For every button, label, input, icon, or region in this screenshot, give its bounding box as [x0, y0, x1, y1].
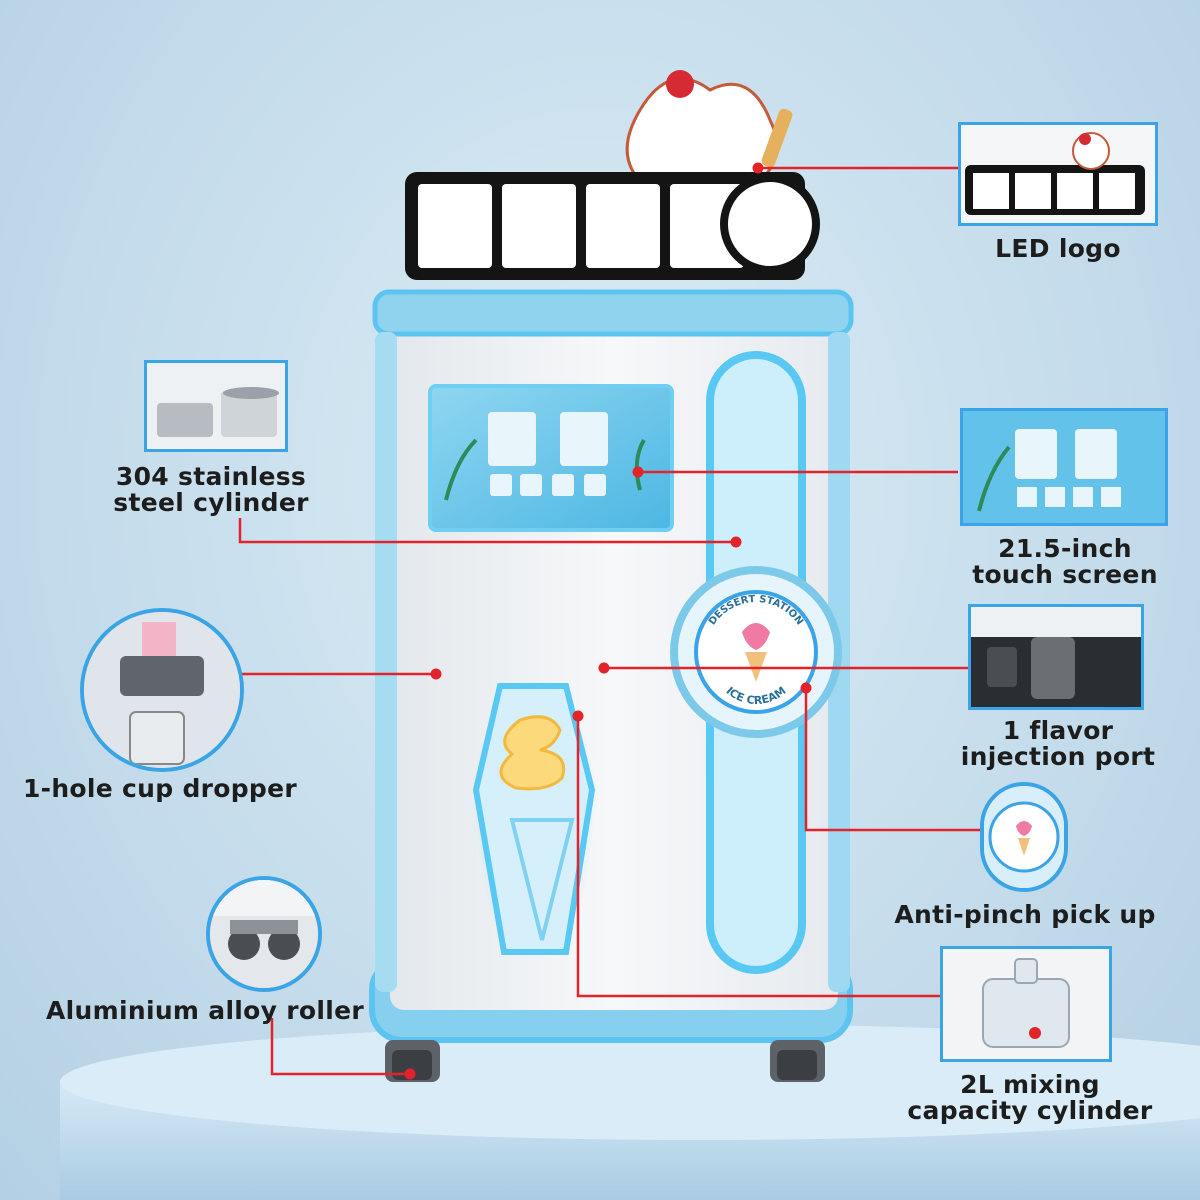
mixing-cylinder-thumbnail: [940, 946, 1112, 1062]
led-logo-thumbnail: [958, 122, 1158, 226]
flavor-port-thumbnail: [968, 604, 1144, 710]
touch-screen-label: 21.5-inch touch screen: [972, 534, 1158, 589]
roller-label: Aluminium alloy roller: [46, 996, 364, 1025]
cup-dropper-thumbnail: [80, 608, 244, 772]
callout-lines: [236, 166, 985, 1076]
steel-cylinder-thumbnail: [144, 360, 288, 452]
led-logo-label: LED logo: [995, 234, 1121, 263]
callout-dots: [404, 162, 812, 1080]
led-logo-topper: [405, 70, 820, 280]
cup-dropper-label: 1-hole cup dropper: [22, 774, 298, 803]
touch-screen-thumbnail: [960, 408, 1168, 526]
roller-thumbnail: [206, 876, 322, 992]
steel-cylinder-label: 304 stainless steel cylinder: [113, 462, 309, 517]
mixing-cylinder-label: 2L mixing capacity cylinder: [907, 1070, 1153, 1125]
flavor-port-label: 1 flavor injection port: [960, 716, 1156, 771]
dessert-station-badge: [670, 566, 842, 738]
ice-cream-cone-window: [468, 680, 600, 960]
roller-wheels: [385, 1040, 825, 1082]
display-pedestal: [60, 1024, 1200, 1200]
anti-pinch-label: Anti-pinch pick up: [894, 900, 1156, 929]
anti-pinch-thumbnail: [980, 782, 1068, 892]
touch-screen: [420, 378, 682, 538]
